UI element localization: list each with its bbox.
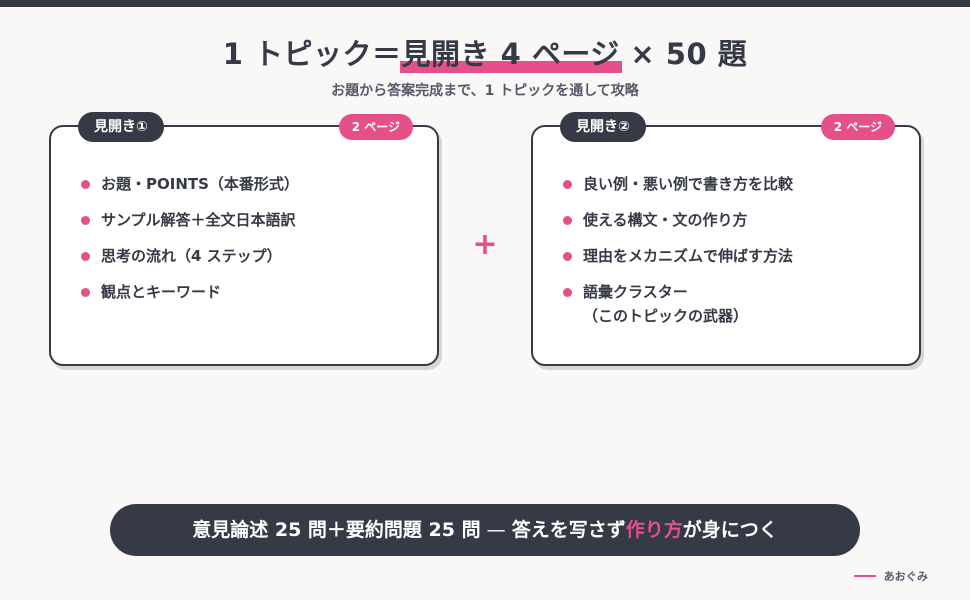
list-item: 良い例・悪い例で書き方を比較	[561, 171, 793, 207]
spread-2-card: 見開き② 2 ページ 良い例・悪い例で書き方を比較 使える構文・文の作り方 理由…	[531, 112, 921, 366]
page-title: 1 トピック＝見開き 4 ページ × 50 題	[0, 34, 970, 74]
spread-2-list: 良い例・悪い例で書き方を比較 使える構文・文の作り方 理由をメカニズムで伸ばす方…	[561, 171, 793, 335]
headline-highlight: 見開き 4 ページ	[399, 34, 623, 74]
bullet-dot-icon	[81, 288, 90, 297]
headline-suffix: × 50 題	[619, 37, 748, 71]
bullet-dot-icon	[81, 180, 90, 189]
spread-2-tab: 見開き②	[560, 112, 646, 142]
list-item: 理由をメカニズムで伸ばす方法	[561, 243, 793, 279]
list-item-sub: （このトピックの武器）	[583, 307, 749, 325]
plus-icon: +	[472, 227, 498, 262]
bullet-dot-icon	[81, 216, 90, 225]
list-item: 観点とキーワード	[79, 279, 299, 315]
spread-1-card: 見開き① 2 ページ お題・POINTS（本番形式） サンプル解答＋全文日本語訳…	[49, 112, 439, 366]
list-item: お題・POINTS（本番形式）	[79, 171, 299, 207]
subtitle: お題から答案完成まで、1 トピックを通して攻略	[331, 83, 639, 99]
spread-1-tab: 見開き①	[78, 112, 164, 142]
bullet-dot-icon	[563, 252, 572, 261]
spread-1-list: お題・POINTS（本番形式） サンプル解答＋全文日本語訳 思考の流れ（4 ステ…	[79, 171, 299, 315]
list-item: 使える構文・文の作り方	[561, 207, 793, 243]
bullet-dot-icon	[81, 252, 90, 261]
bullet-dot-icon	[563, 180, 572, 189]
spread-1-pages-badge: 2 ページ	[338, 114, 413, 140]
headline-prefix: 1 トピック＝	[222, 37, 402, 71]
top-bar	[0, 0, 970, 7]
signature-line	[853, 575, 876, 577]
summary-banner: 意見論述 25 問＋要約問題 25 問 — 答えを写さず作り方が身につく	[110, 504, 860, 556]
banner-highlight: 作り方	[625, 519, 683, 541]
list-item: 思考の流れ（4 ステップ）	[79, 243, 299, 279]
list-item: サンプル解答＋全文日本語訳	[79, 207, 299, 243]
bullet-dot-icon	[563, 288, 572, 297]
list-item: 語彙クラスター（このトピックの武器）	[561, 279, 793, 335]
bullet-dot-icon	[563, 216, 572, 225]
spread-2-pages-badge: 2 ページ	[820, 114, 895, 140]
author-signature: あおぐみ	[853, 568, 928, 584]
